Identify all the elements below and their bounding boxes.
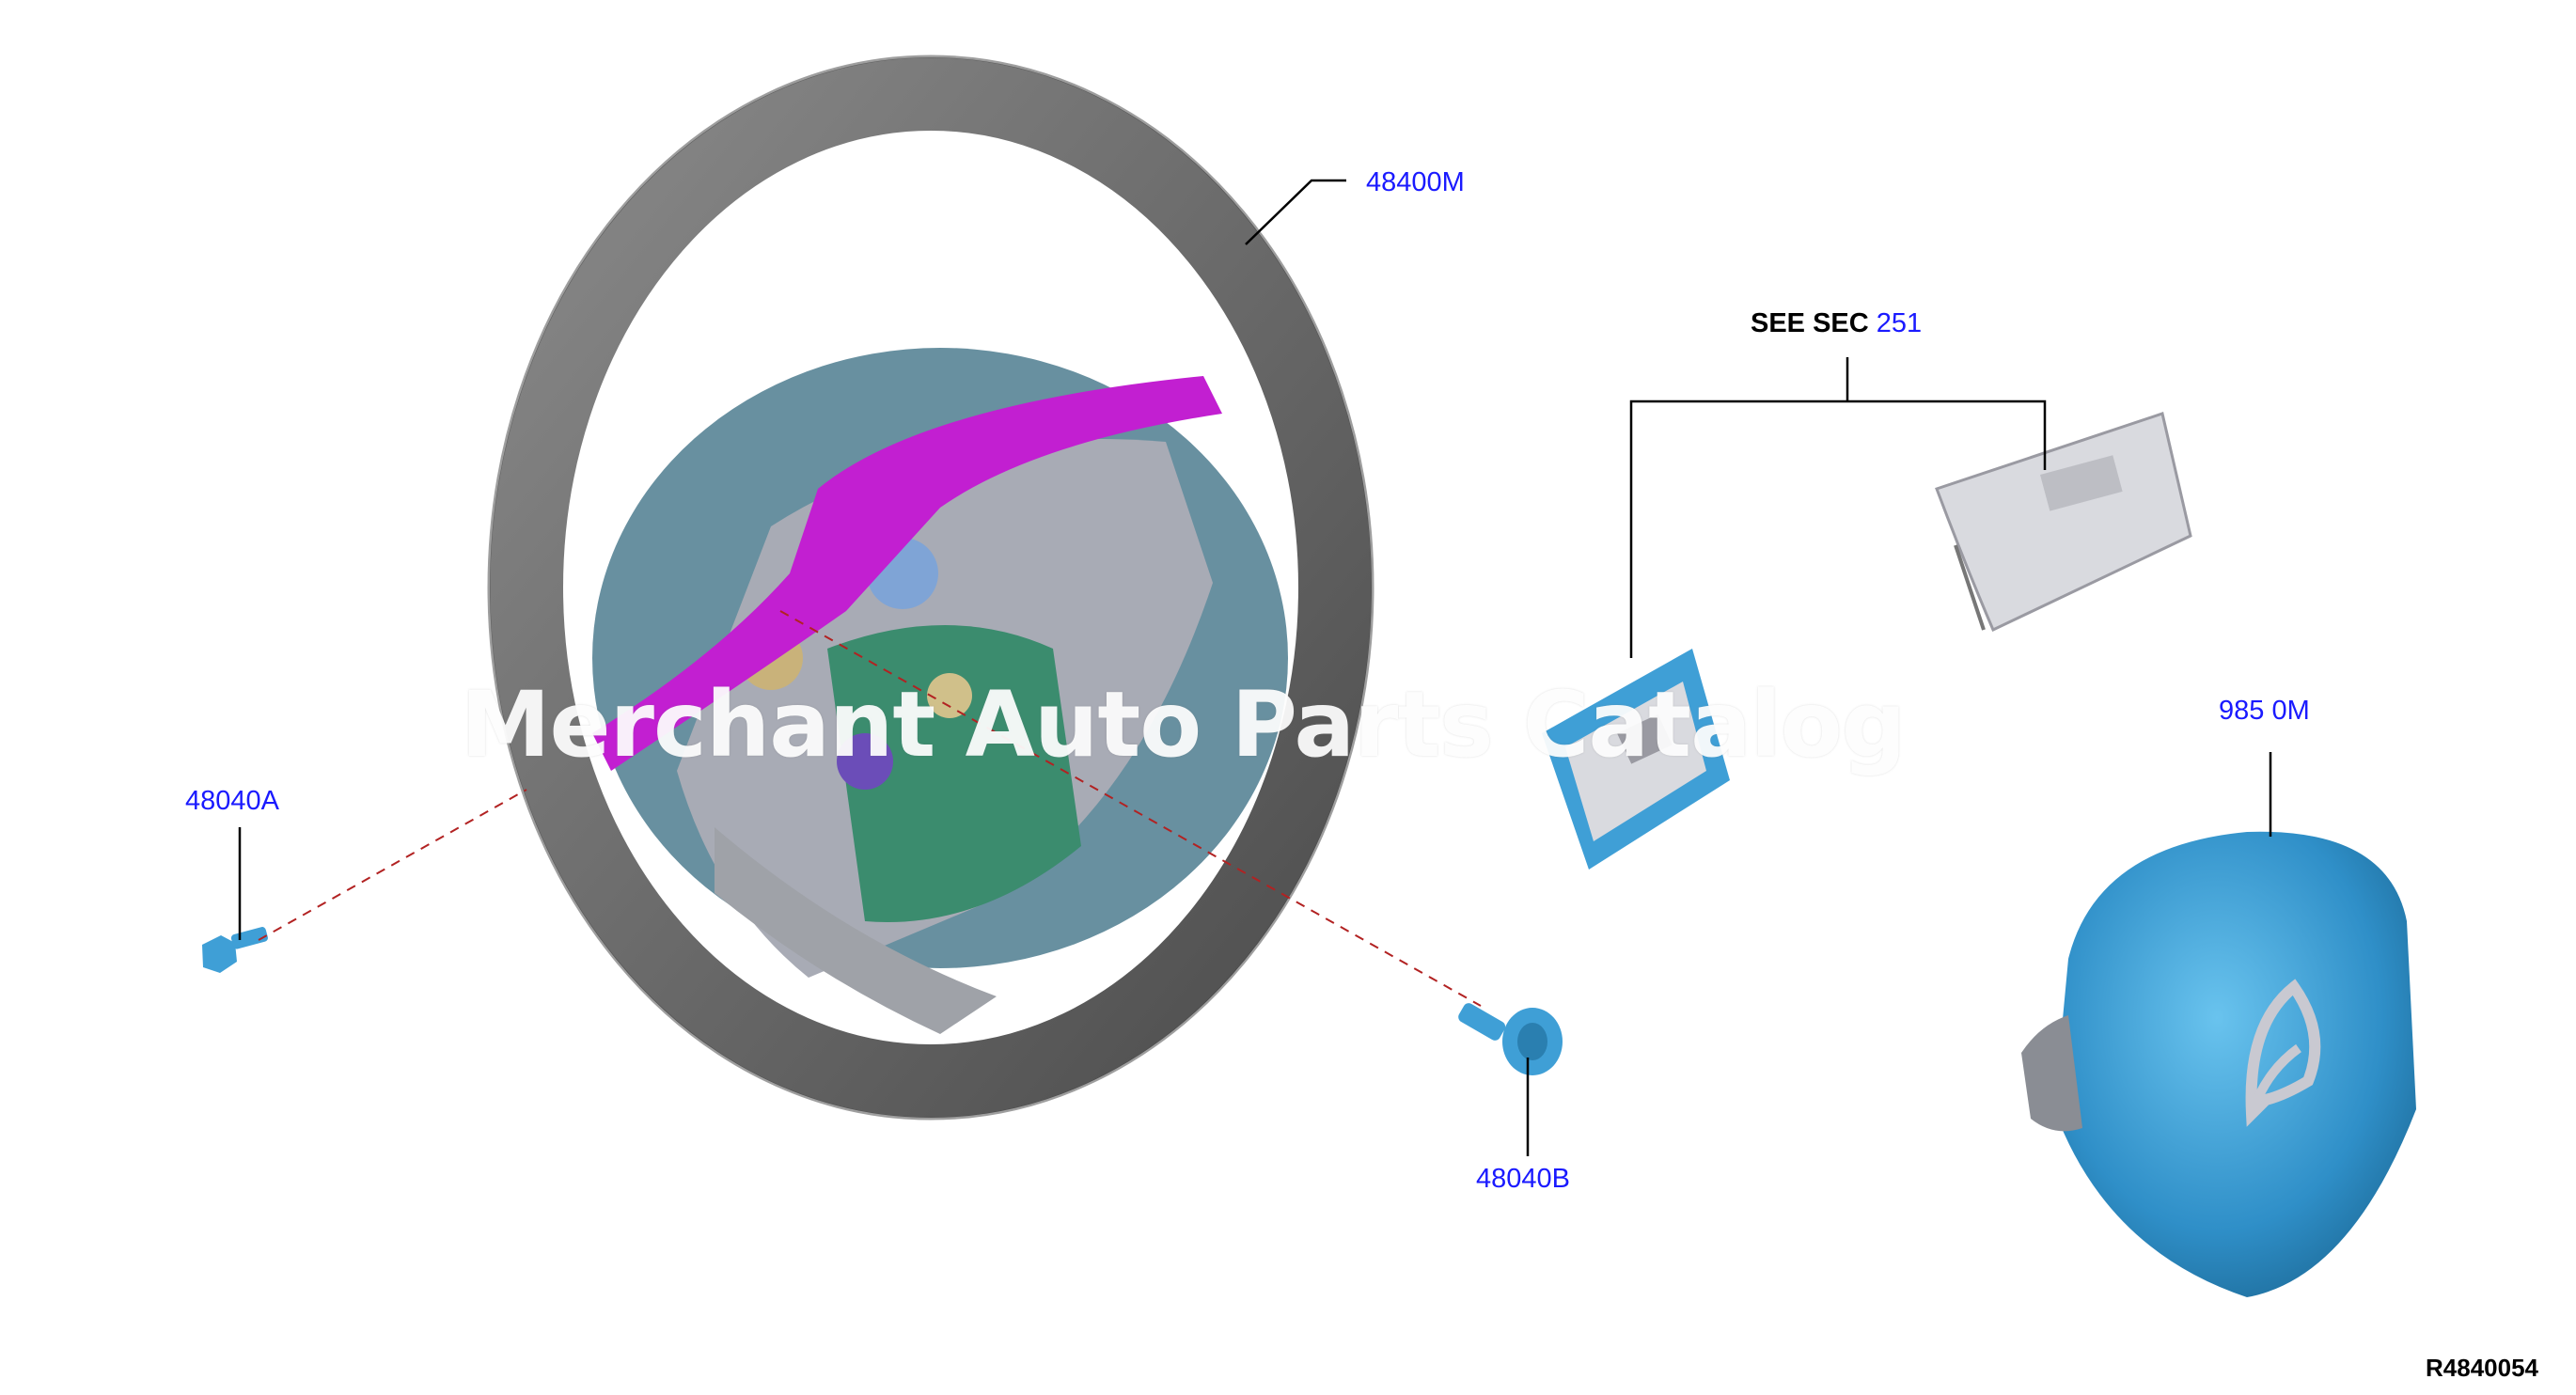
switch-assembly-icon — [1542, 649, 1730, 870]
figure-code: R4840054 — [2426, 1354, 2538, 1382]
callout-48040a[interactable]: 48040A — [185, 786, 279, 816]
bolt-icon — [202, 927, 268, 973]
callout-48400m[interactable]: 48400M — [1366, 167, 1465, 197]
see-section-link[interactable]: 251 — [1876, 308, 1923, 338]
watermark: Merchant Auto Parts Catalog — [461, 672, 1906, 777]
airbag-module-icon — [2021, 831, 2416, 1297]
leader-bracket — [1629, 400, 2047, 658]
bolt-icon — [1458, 1003, 1563, 1075]
callout-48040b[interactable]: 48040B — [1476, 1164, 1570, 1194]
assembly-line — [258, 789, 527, 941]
steering-wheel-icon — [487, 55, 1374, 1121]
callout-airbag[interactable]: 985 0M — [2219, 696, 2310, 726]
switch-assembly-icon — [1935, 412, 2192, 633]
leader-line — [1245, 179, 1346, 245]
see-section-label: SEE SEC 251 — [1751, 310, 1922, 337]
see-section-prefix: SEE SEC — [1751, 308, 1869, 338]
